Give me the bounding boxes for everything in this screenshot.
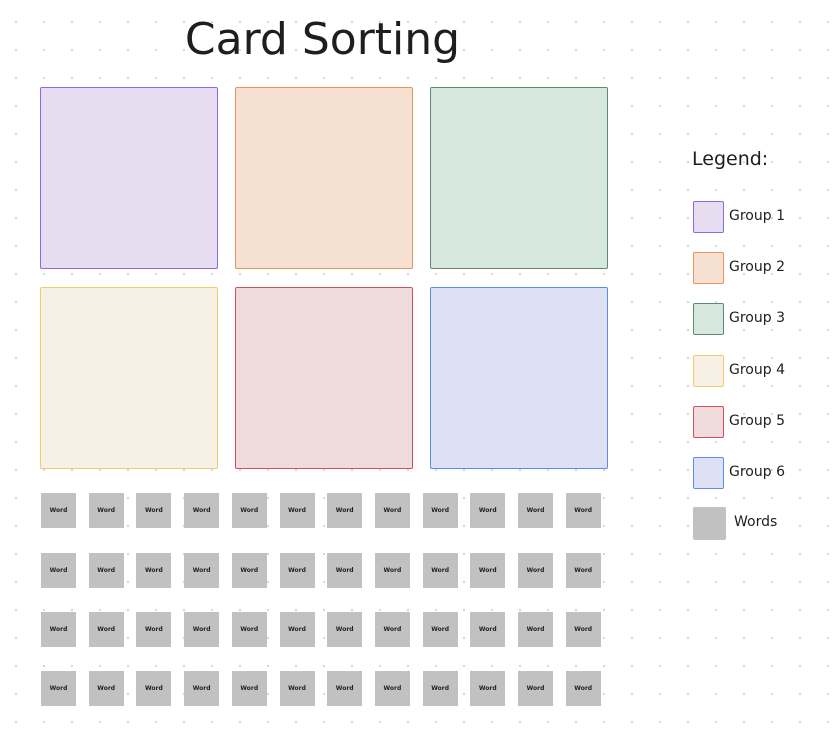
word-card[interactable]: Word bbox=[136, 553, 172, 588]
word-card[interactable]: Word bbox=[88, 671, 124, 706]
word-card[interactable]: Word bbox=[184, 553, 220, 588]
word-card[interactable]: Word bbox=[518, 553, 553, 588]
word-card[interactable]: Word bbox=[565, 493, 601, 528]
word-card[interactable]: Word bbox=[136, 493, 172, 528]
word-card[interactable]: Word bbox=[470, 553, 506, 588]
legend-label-group-6: Group 6 bbox=[729, 464, 785, 480]
legend-swatch-group-4 bbox=[693, 354, 724, 387]
word-card[interactable]: Word bbox=[422, 612, 458, 647]
group-4-area[interactable] bbox=[40, 287, 218, 469]
word-card[interactable]: Word bbox=[184, 493, 220, 528]
word-card[interactable]: Word bbox=[327, 612, 363, 647]
group-1-area[interactable] bbox=[40, 87, 218, 269]
word-card[interactable]: Word bbox=[327, 493, 363, 528]
word-card[interactable]: Word bbox=[374, 493, 410, 528]
word-card[interactable]: Word bbox=[422, 553, 458, 588]
word-card[interactable]: Word bbox=[88, 493, 124, 528]
word-card[interactable]: Word bbox=[231, 612, 267, 647]
word-card[interactable]: Word bbox=[565, 671, 601, 706]
legend-label-group-3: Group 3 bbox=[729, 310, 785, 327]
legend-swatch-group-2 bbox=[693, 252, 724, 285]
legend-title: Legend: bbox=[692, 148, 769, 170]
word-card[interactable]: Word bbox=[136, 671, 172, 706]
word-card[interactable]: Word bbox=[327, 671, 363, 706]
word-card[interactable]: Word bbox=[184, 612, 220, 647]
word-card[interactable]: Word bbox=[231, 493, 267, 528]
word-card[interactable]: Word bbox=[231, 553, 267, 588]
word-card[interactable]: Word bbox=[88, 612, 124, 647]
word-card[interactable]: Word bbox=[470, 612, 506, 647]
legend-swatch-words bbox=[693, 507, 726, 540]
word-card[interactable]: Word bbox=[518, 493, 553, 528]
word-card[interactable]: Word bbox=[327, 553, 363, 588]
word-card[interactable]: Word bbox=[231, 671, 267, 706]
board-title: Card Sorting bbox=[184, 14, 461, 65]
word-card[interactable]: Word bbox=[279, 553, 315, 588]
word-card[interactable]: Word bbox=[184, 671, 220, 706]
word-card[interactable]: Word bbox=[374, 553, 410, 588]
legend-label-words: Words bbox=[734, 514, 778, 530]
legend-swatch-group-3 bbox=[693, 303, 724, 336]
word-card[interactable]: Word bbox=[279, 493, 315, 528]
word-card[interactable]: Word bbox=[470, 671, 506, 706]
word-card[interactable]: Word bbox=[374, 612, 410, 647]
legend-swatch-group-6 bbox=[693, 457, 724, 489]
legend-swatch-group-5 bbox=[693, 405, 724, 438]
word-card[interactable]: Word bbox=[136, 612, 172, 647]
word-card[interactable]: Word bbox=[422, 671, 458, 706]
legend-label-group-1: Group 1 bbox=[729, 208, 785, 224]
word-card[interactable]: Word bbox=[518, 612, 553, 647]
word-card[interactable]: Word bbox=[470, 493, 506, 528]
word-card[interactable]: Word bbox=[374, 671, 410, 706]
word-card[interactable]: Word bbox=[565, 553, 601, 588]
legend-label-group-4: Group 4 bbox=[729, 361, 785, 378]
legend-label-group-5: Group 5 bbox=[729, 412, 785, 429]
group-5-area[interactable] bbox=[235, 287, 413, 469]
group-2-area[interactable] bbox=[235, 87, 413, 269]
word-card[interactable]: Word bbox=[88, 553, 124, 588]
word-card[interactable]: Word bbox=[422, 493, 458, 528]
word-card[interactable]: Word bbox=[41, 553, 76, 588]
word-card[interactable]: Word bbox=[41, 671, 76, 706]
legend-label-group-2: Group 2 bbox=[729, 259, 785, 276]
word-card[interactable]: Word bbox=[41, 612, 76, 647]
word-card[interactable]: Word bbox=[41, 493, 76, 528]
group-3-area[interactable] bbox=[430, 87, 608, 269]
word-card[interactable]: Word bbox=[279, 671, 315, 706]
legend-swatch-group-1 bbox=[693, 201, 724, 233]
word-card[interactable]: Word bbox=[279, 612, 315, 647]
word-card[interactable]: Word bbox=[518, 671, 553, 706]
group-6-area[interactable] bbox=[430, 287, 608, 469]
word-card[interactable]: Word bbox=[565, 612, 601, 647]
